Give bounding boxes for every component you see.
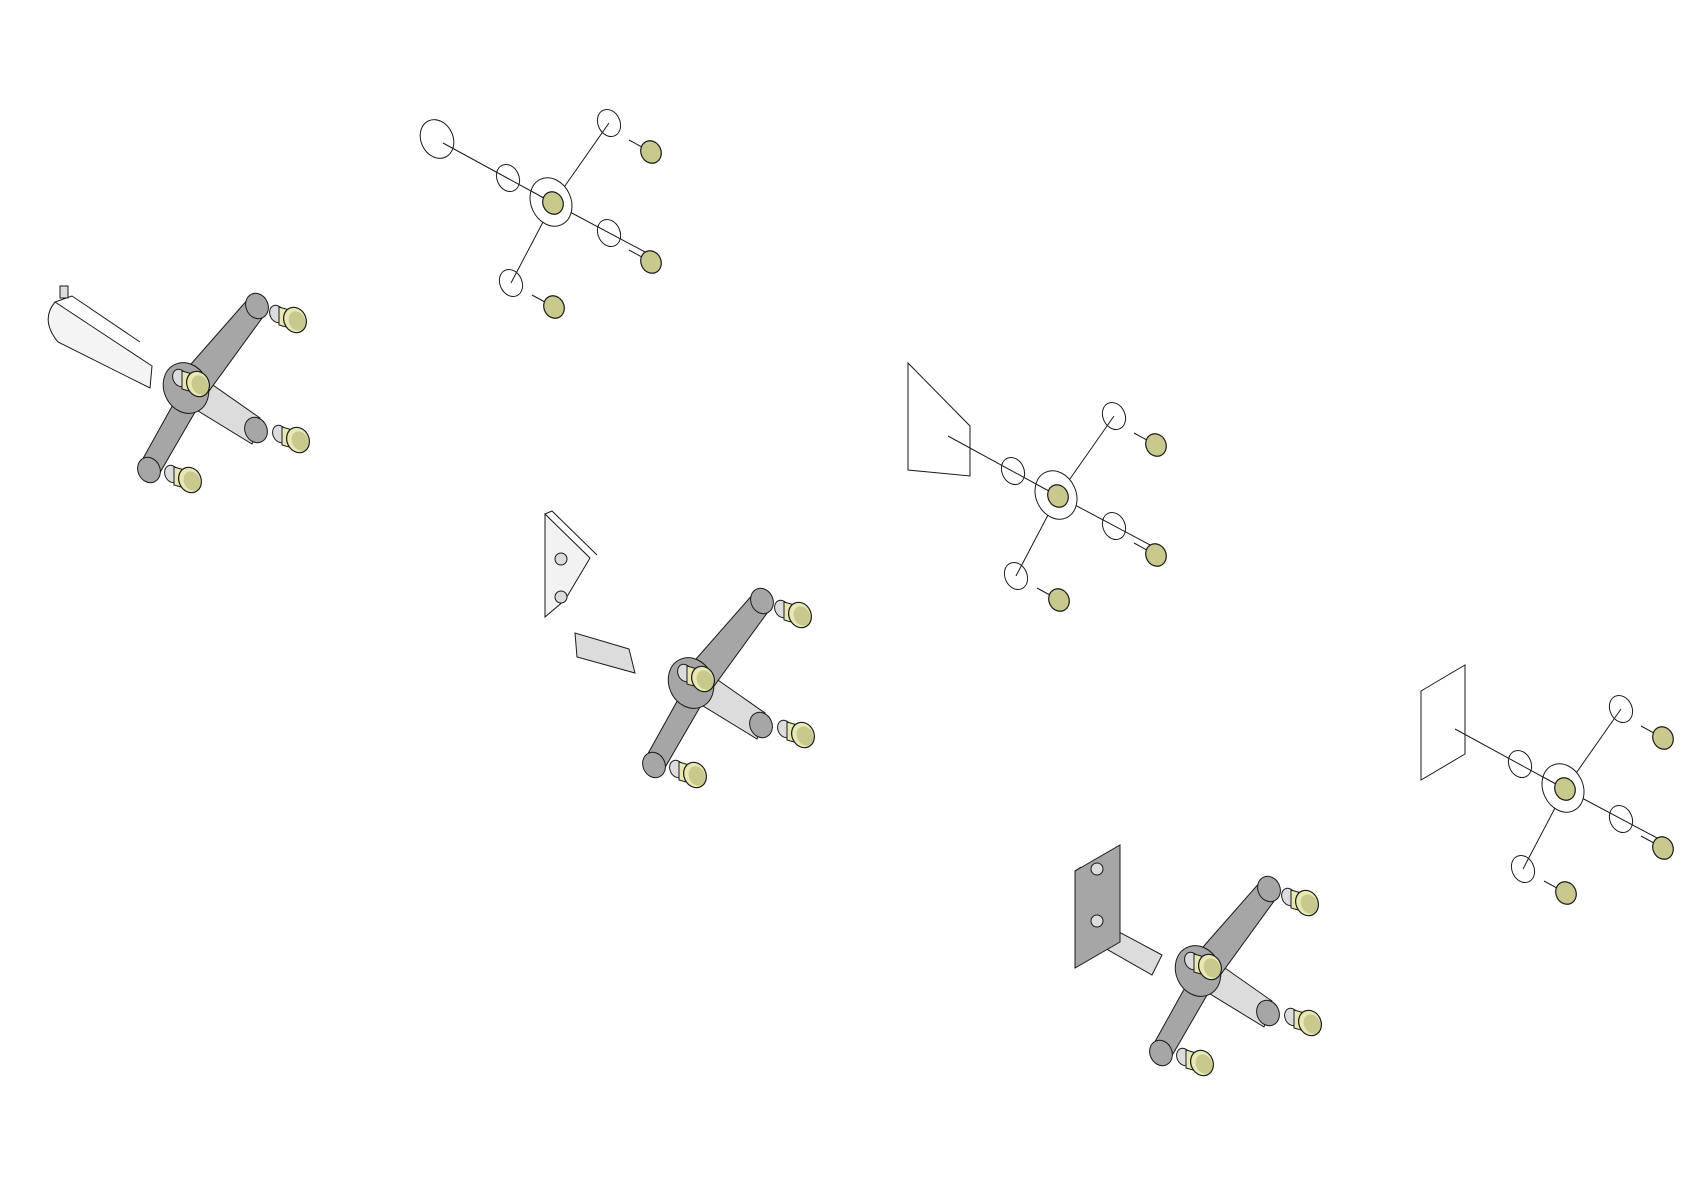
spider-wire-square-plate-mount — [1420, 664, 1674, 905]
spider-wire-round-mount-ring-1 — [596, 108, 622, 138]
spider-solid-triangle-plate-mount-fitting-lower-left-face — [688, 766, 706, 786]
spider-wire-trapezoid-plate-mount-ring-3 — [1003, 561, 1029, 591]
spider-solid-triangle-plate-mount-hub-fitting-face — [696, 670, 714, 690]
spider-solid-square-plate-mount-fitting-lower-left-face — [1195, 1054, 1213, 1074]
spider-wire-round-mount-fitting-lower-right-cap — [640, 250, 662, 274]
spider-wire-square-plate-mount-mount-plate — [1420, 664, 1466, 781]
spider-wire-round-mount-hub-fitting-cap — [542, 191, 564, 215]
spider-solid-triangle-plate-mount-mount-plate — [544, 512, 591, 619]
spider-solid-square-plate-mount-mount-plate-edge — [1074, 866, 1082, 968]
spider-wire-square-plate-mount-fitting-lower-right-cap — [1652, 836, 1674, 860]
spider-solid-square-plate-mount-fitting-lower-right-face — [1303, 1014, 1321, 1034]
spider-wire-round-mount-fitting-upper-right-cap — [640, 140, 662, 164]
spider-solid-cone-mount-hub-fitting-face — [191, 375, 209, 395]
spider-solid-square-plate-mount-mount-bolt-top — [1090, 862, 1104, 876]
spider-solid-cone-mount-mount-cone — [47, 301, 153, 389]
spider-solid-square-plate-mount-arm-boss-1 — [1256, 999, 1280, 1027]
spider-solid-cone-mount-arm-boss-2 — [137, 456, 161, 484]
spider-wire-round-mount-ring-2 — [596, 218, 622, 248]
spider-wire-square-plate-mount-ring-2 — [1608, 804, 1634, 834]
spider-wire-round-mount-ring-0 — [495, 163, 521, 193]
spider-solid-square-plate-mount-mount-bolt-bottom — [1090, 914, 1104, 928]
spider-solid-triangle-plate-mount — [544, 510, 815, 789]
spider-wire-square-plate-mount-hub-fitting-cap — [1554, 777, 1576, 801]
spider-wire-trapezoid-plate-mount — [907, 361, 1167, 612]
spider-solid-square-plate-mount-hub-fitting-face — [1203, 958, 1221, 978]
spider-wire-square-plate-mount-fitting-upper-right-cap — [1652, 726, 1674, 750]
spider-wire-square-plate-mount-ring-1 — [1608, 694, 1634, 724]
spider-wire-trapezoid-plate-mount-fitting-upper-right-cap — [1145, 433, 1167, 457]
spider-solid-cone-mount-fitting-lower-right-face — [291, 431, 309, 451]
spider-solid-cone-mount-fitting-lower-left-face — [183, 471, 201, 491]
spider-wire-square-plate-mount-fitting-lower-left-cap — [1555, 881, 1577, 905]
spider-solid-cone-mount — [47, 285, 310, 494]
spider-solid-cone-mount-arm-boss-0 — [245, 292, 269, 320]
spider-solid-triangle-plate-mount-arm-boss-0 — [750, 587, 774, 615]
spider-solid-square-plate-mount-fitting-upper-right-face — [1300, 894, 1318, 914]
spider-solid-triangle-plate-mount-mount-arm — [574, 632, 636, 674]
spider-wire-trapezoid-plate-mount-ring-1 — [1101, 401, 1127, 431]
spider-solid-triangle-plate-mount-mount-plate-edge — [544, 510, 598, 617]
spider-solid-triangle-plate-mount-mount-bolt-bottom — [554, 590, 568, 604]
spider-solid-triangle-plate-mount-fitting-lower-right-face — [796, 726, 814, 746]
spider-solid-triangle-plate-mount-arm-boss-2 — [642, 751, 666, 779]
spider-solid-cone-mount-fitting-upper-right-face — [288, 311, 306, 331]
spider-solid-triangle-plate-mount-mount-bolt-top — [554, 552, 568, 566]
spider-wire-trapezoid-plate-mount-fitting-lower-left-cap — [1048, 588, 1070, 612]
spider-fitting-drawings — [47, 108, 1674, 1077]
spider-wire-square-plate-mount-ring-0 — [1507, 749, 1533, 779]
spider-solid-cone-mount-arm-boss-1 — [244, 416, 268, 444]
spider-solid-square-plate-mount — [1074, 844, 1322, 1077]
spider-wire-trapezoid-plate-mount-hub-fitting-cap — [1047, 484, 1069, 508]
spider-solid-triangle-plate-mount-arm-boss-1 — [749, 711, 773, 739]
spider-wire-round-mount-ring-3 — [498, 268, 524, 298]
spider-wire-trapezoid-plate-mount-mount-plate — [907, 361, 971, 477]
spider-solid-square-plate-mount-arm-boss-0 — [1257, 875, 1281, 903]
spider-wire-square-plate-mount-ring-3 — [1510, 854, 1536, 884]
spider-solid-cone-mount-mount-bolt — [59, 285, 69, 299]
spider-solid-triangle-plate-mount-fitting-upper-right-face — [793, 606, 811, 626]
spider-wire-trapezoid-plate-mount-ring-0 — [1000, 456, 1026, 486]
spider-solid-cone-mount-mount-cone-edge — [54, 295, 141, 343]
spider-wire-round-mount-mount-disc — [419, 119, 455, 159]
spider-wire-trapezoid-plate-mount-fitting-lower-right-cap — [1145, 543, 1167, 567]
spider-wire-round-mount-fitting-lower-left-cap — [543, 295, 565, 319]
spider-wire-round-mount — [419, 108, 662, 319]
spider-wire-trapezoid-plate-mount-ring-2 — [1101, 511, 1127, 541]
spider-solid-square-plate-mount-arm-boss-2 — [1149, 1039, 1173, 1067]
